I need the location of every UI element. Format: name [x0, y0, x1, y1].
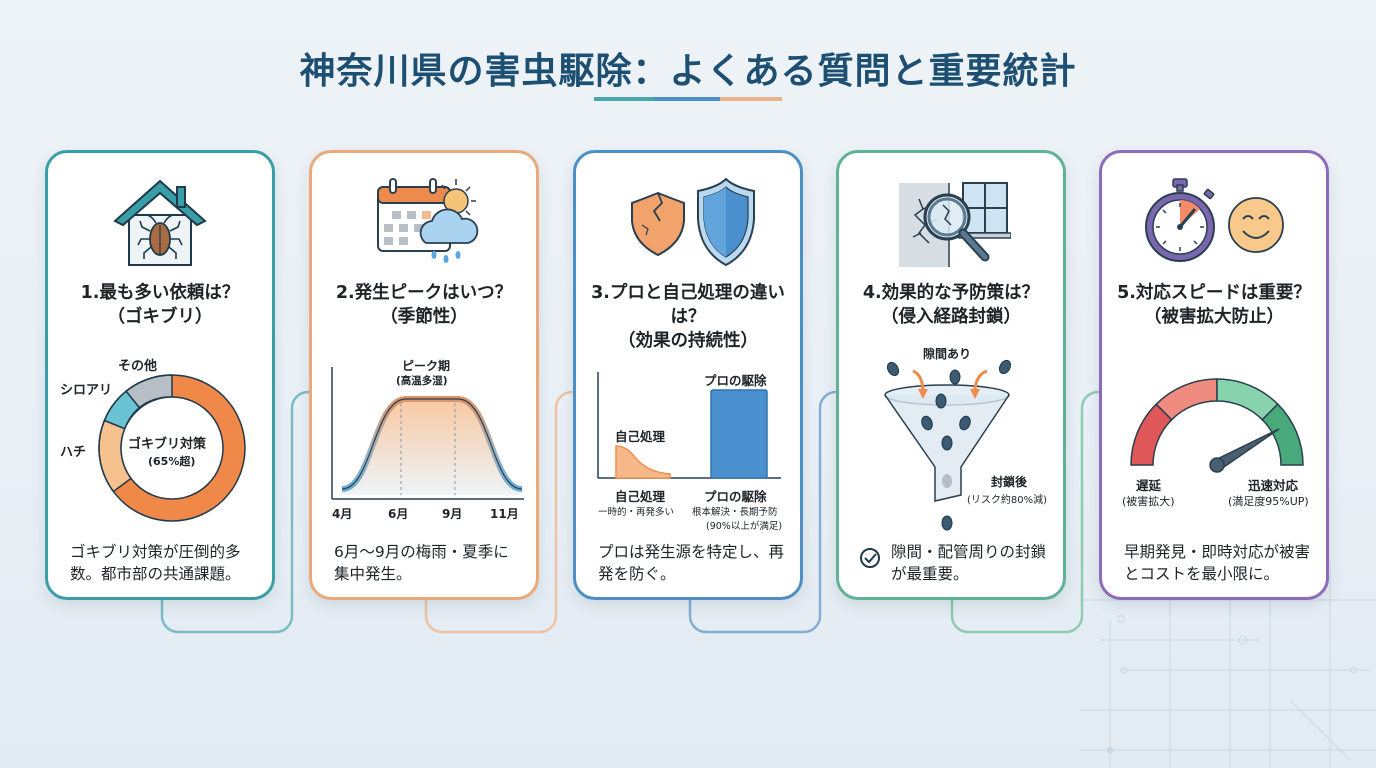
gauge-left-label: 遅延 — [1136, 478, 1162, 493]
donut-center-sublabel: (65%超) — [148, 455, 196, 468]
peak-sublabel: (高温多湿) — [396, 375, 448, 387]
x-note-pro: (90%以上が満足) — [706, 521, 783, 532]
faq-card-1: 1.最も多い依頼は？ （ゴキブリ） その他 シロアリ ハチ ゴキブリ対策 (65… — [45, 150, 275, 600]
page-title: 神奈川県の害虫駆除：よくある質問と重要統計 — [299, 51, 1077, 92]
x-tick-sep: 9月 — [442, 507, 463, 521]
card-4-title: 4.効果的な予防策は？ （侵入経路封鎖） — [862, 283, 1040, 327]
funnel-bottom-label: 封鎖後 — [991, 475, 1028, 489]
funnel-bottom-note: (リスク約80%減) — [967, 495, 1048, 506]
faq-card-2: 2.発生ピークはいつ？ （季節性） ピーク期 — [309, 150, 539, 600]
x-tick-apr: 4月 — [332, 507, 353, 521]
x-label-self: 自己処理 — [615, 489, 666, 504]
gauge-right-note: (満足度95%UP) — [1228, 495, 1309, 508]
donut-chart: その他 シロアリ ハチ ゴキブリ対策 (65%超) — [48, 343, 272, 533]
card-2-description: 6月〜9月の梅雨・夏季に集中発生。 — [334, 543, 509, 583]
faq-card-5: 5.対応スピードは重要？ （被害拡大防止） 遅延 (被害拡大) 迅速対応 (満足… — [1099, 150, 1329, 600]
background-grid-decoration — [1080, 560, 1376, 768]
x-tick-nov: 11月 — [490, 507, 519, 521]
x-tick-jun: 6月 — [388, 507, 409, 521]
peak-label: ピーク期 — [402, 359, 451, 373]
bar-label-self: 自己処理 — [615, 429, 666, 444]
x-sublabel-self: 一時的・再発多い — [598, 507, 675, 518]
seasonal-area-chart: ピーク期 (高温多湿) 4月 6月 9月 11月 — [312, 353, 536, 533]
card-5-description: 早期発見・即時対応が被害とコストを最小限に。 — [1124, 543, 1311, 583]
stopwatch-smile-icon — [1102, 171, 1326, 271]
house-cockroach-icon — [48, 171, 272, 271]
shields-icon — [576, 171, 800, 271]
x-sublabel-pro: 根本解決・長期予防 — [692, 507, 778, 518]
bar-label-pro: プロの駆除 — [704, 373, 767, 388]
calendar-weather-icon — [312, 171, 536, 271]
speed-gauge: 遅延 (被害拡大) 迅速対応 (満足度95%UP) — [1102, 375, 1326, 515]
check-circle-icon — [860, 548, 880, 568]
faq-card-4: 4.効果的な予防策は？ （侵入経路封鎖） 隙間あり 封鎖後 (リス — [836, 150, 1066, 600]
magnifier-crack-icon — [839, 171, 1063, 271]
funnel-top-label: 隙間あり — [923, 347, 972, 361]
gauge-left-note: (被害拡大) — [1122, 495, 1175, 508]
card-5-title: 5.対応スピードは重要？ （被害拡大防止） — [1117, 283, 1311, 327]
card-4-description: 隙間・配管周りの封鎖が最重要。 — [859, 541, 1049, 585]
funnel-diagram: 隙間あり 封鎖後 (リスク約80%減) — [839, 345, 1063, 535]
faq-card-3: 3.プロと自己処理の違いは？ （効果の持続性） 自己処理 プロの駆除 自己処理 … — [573, 150, 803, 600]
card-1-title: 1.最も多い依頼は？ （ゴキブリ） — [80, 283, 240, 327]
card-1-description: ゴキブリ対策が圧倒的多数。都市部の共通課題。 — [70, 543, 241, 583]
legend-other: その他 — [118, 359, 158, 374]
legend-termite: シロアリ — [60, 383, 113, 398]
card-3-description: プロは発生源を特定し、再発を防ぐ。 — [598, 543, 785, 583]
card-4-description-text: 隙間・配管周りの封鎖が最重要。 — [891, 543, 1047, 583]
card-3-title: 3.プロと自己処理の違いは？ （効果の持続性） — [591, 283, 785, 351]
comparison-bar-chart: 自己処理 プロの駆除 自己処理 プロの駆除 一時的・再発多い 根本解決・長期予防… — [576, 368, 800, 538]
legend-bee: ハチ — [60, 445, 87, 460]
title-underline — [594, 97, 782, 101]
donut-center-label: ゴキブリ対策 — [128, 437, 207, 452]
x-label-pro: プロの駆除 — [704, 489, 767, 504]
gauge-right-label: 迅速対応 — [1248, 478, 1299, 493]
card-2-title: 2.発生ピークはいつ？ （季節性） — [335, 283, 513, 327]
